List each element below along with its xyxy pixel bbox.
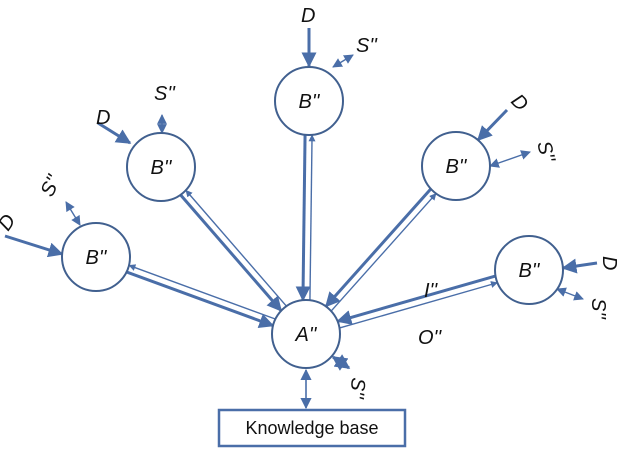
d-label-B-upper-left: D	[96, 107, 110, 129]
satellite-node-B-right[interactable]: B''	[494, 235, 564, 305]
satellite-node-label: B''	[86, 247, 108, 269]
satellite-node-B-left[interactable]: B''	[61, 222, 131, 292]
d-input-arrow-B-left	[4, 234, 64, 258]
output-link-B-upper-left	[179, 193, 283, 312]
input-link-B-upper-left	[185, 189, 287, 307]
s-label-B-upper-left: S''	[154, 83, 176, 105]
d-input-arrow-B-right	[561, 258, 598, 274]
s-label-B-left: S''	[37, 171, 66, 200]
input-link-B-upper-right	[330, 193, 437, 312]
s-label-B-upper-right: S''	[532, 139, 559, 166]
center-sensor-arrow	[331, 354, 351, 371]
input-link-B-right	[339, 281, 498, 329]
satellite-node-label: B''	[446, 156, 468, 178]
d-label-B-top: D	[301, 5, 315, 27]
output-link-B-upper-right	[324, 188, 432, 308]
d-label-B-left: D	[0, 210, 20, 234]
center-sensor-label: S''	[345, 377, 369, 401]
d-label-B-upper-right: D	[506, 90, 532, 116]
d-input-arrow-B-upper-right	[476, 108, 509, 142]
s-label-B-right: S''	[587, 298, 609, 320]
d-input-arrow-B-upper-left	[97, 121, 132, 145]
input-link-B-left	[128, 264, 276, 320]
knowledge-base-box	[217, 408, 407, 448]
s-link-arrow-B-top	[332, 54, 354, 68]
output-edge-label: O''	[418, 327, 442, 349]
satellite-node-label: B''	[299, 91, 321, 113]
d-label-B-right: D	[598, 256, 620, 270]
s-link-arrow-B-right	[556, 287, 584, 301]
satellite-node-circle	[126, 132, 196, 202]
output-link-B-top	[295, 134, 311, 302]
center-node-label: A''	[295, 324, 318, 346]
satellite-node-B-upper-left[interactable]: B''	[126, 132, 196, 202]
output-link-B-left	[126, 270, 275, 328]
edges-layer	[4, 28, 598, 329]
satellite-node-circle	[61, 222, 131, 292]
center-node-a[interactable]: A''	[271, 299, 341, 369]
s-label-B-top: S''	[356, 35, 378, 57]
s-link-arrow-B-upper-right	[489, 150, 531, 168]
satellite-node-B-upper-right[interactable]: B''	[421, 131, 491, 201]
satellite-node-label: B''	[151, 157, 173, 179]
knowledge-base[interactable]: Knowledge base	[217, 408, 407, 448]
input-edge-label: I''	[424, 280, 438, 302]
knowledge-base-label: Knowledge base	[245, 418, 378, 438]
satellite-node-B-top[interactable]: B''	[274, 66, 344, 136]
satellite-node-circle	[421, 131, 491, 201]
s-link-arrow-B-left	[65, 201, 81, 226]
satellite-node-label: B''	[519, 260, 541, 282]
satellite-node-circle	[494, 235, 564, 305]
center-node-circle	[271, 299, 341, 369]
input-link-B-top	[308, 134, 316, 301]
output-link-B-right	[336, 274, 496, 325]
satellite-node-circle	[274, 66, 344, 136]
